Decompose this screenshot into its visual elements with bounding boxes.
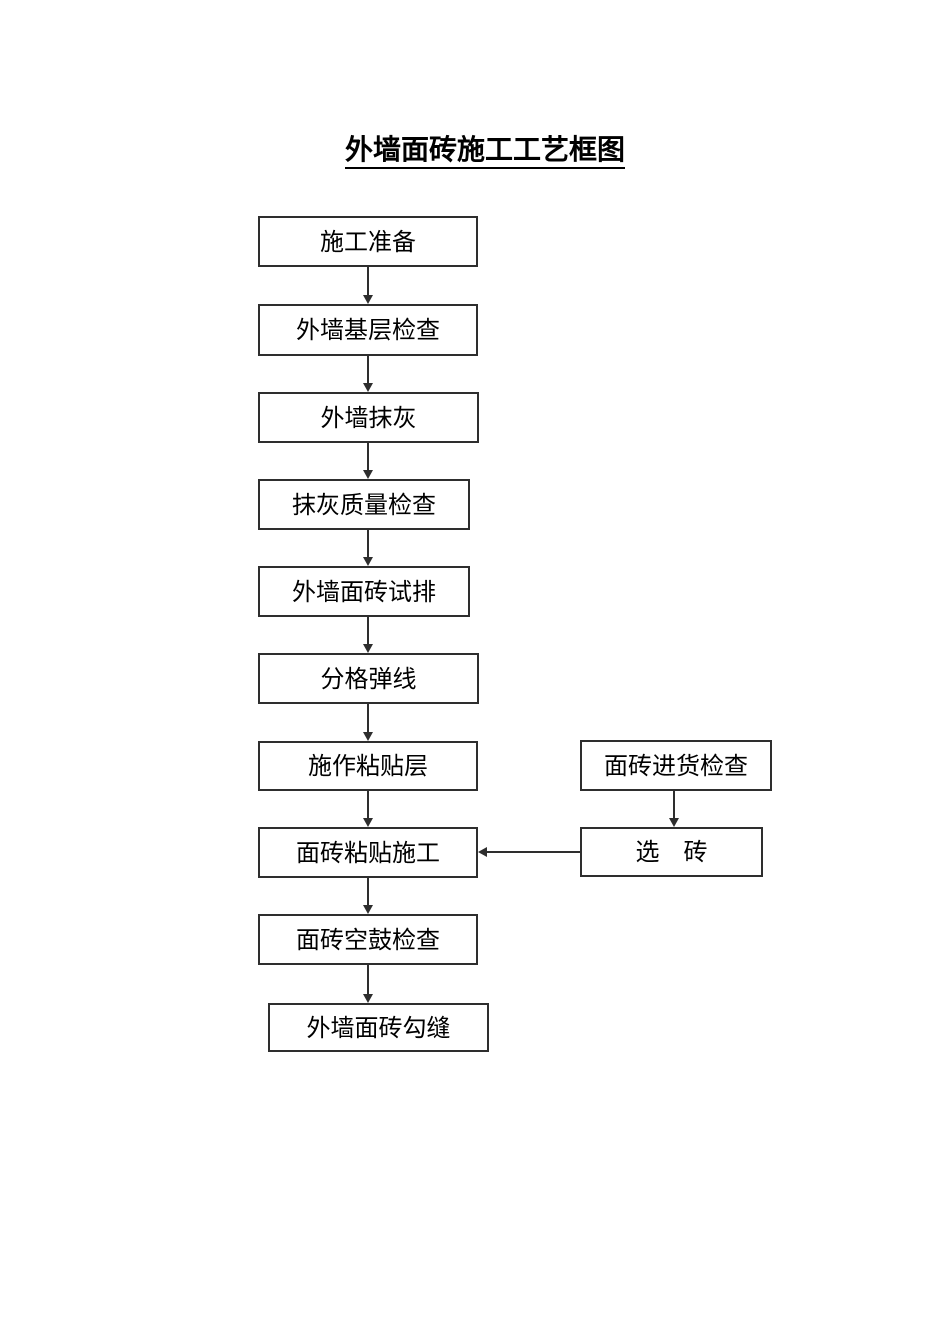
node-tile-pasting-construction: 面砖粘贴施工 bbox=[258, 827, 478, 878]
node-tile-incoming-inspection: 面砖进货检查 bbox=[580, 740, 772, 791]
node-tile-selection: 选 砖 bbox=[580, 827, 763, 877]
page-title-text: 外墙面砖施工工艺框图 bbox=[344, 133, 625, 169]
arrow-down-quality-to-trial-icon bbox=[363, 530, 373, 566]
arrow-down-pasting-to-hollowcheck-icon bbox=[363, 878, 373, 914]
node-tile-trial-layout: 外墙面砖试排 bbox=[258, 566, 470, 617]
node-adhesive-layer-application: 施作粘贴层 bbox=[258, 741, 478, 791]
node-wall-plastering: 外墙抹灰 bbox=[258, 392, 479, 443]
arrow-down-incoming-to-selection-icon bbox=[669, 791, 679, 827]
node-construction-preparation: 施工准备 bbox=[258, 216, 478, 267]
node-plaster-quality-inspection: 抹灰质量检查 bbox=[258, 479, 470, 530]
node-grid-line-marking: 分格弹线 bbox=[258, 653, 479, 704]
arrow-down-prep-to-base-icon bbox=[363, 267, 373, 304]
arrow-down-gridline-to-adhesive-icon bbox=[363, 704, 373, 741]
node-tile-jointing: 外墙面砖勾缝 bbox=[268, 1003, 489, 1052]
node-tile-hollow-check: 面砖空鼓检查 bbox=[258, 914, 478, 965]
arrow-down-trial-to-gridline-icon bbox=[363, 617, 373, 653]
arrow-down-base-to-plastering-icon bbox=[363, 356, 373, 392]
page-title: 外墙面砖施工工艺框图 bbox=[10, 128, 950, 169]
node-wall-base-inspection: 外墙基层检查 bbox=[258, 304, 478, 356]
arrow-left-selection-to-pasting-icon bbox=[478, 847, 580, 857]
arrow-down-adhesive-to-pasting-icon bbox=[363, 791, 373, 827]
arrow-down-hollowcheck-to-jointing-icon bbox=[363, 965, 373, 1003]
arrow-down-plastering-to-quality-icon bbox=[363, 443, 373, 479]
